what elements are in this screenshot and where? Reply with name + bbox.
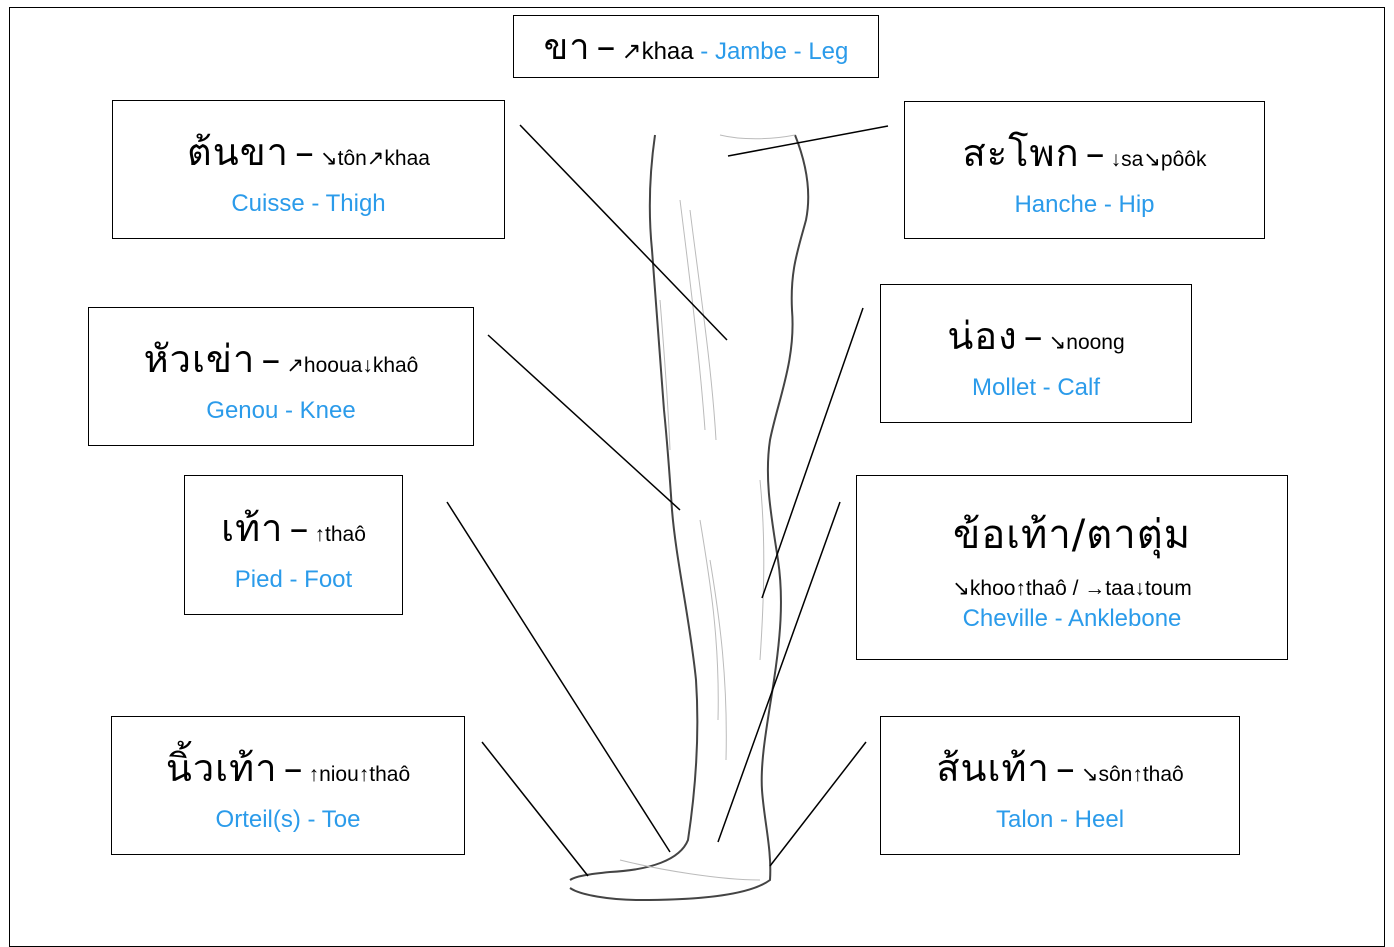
thigh-thai: ต้นขา	[187, 130, 290, 174]
knee-translation: Genou - Knee	[206, 397, 356, 424]
title-box: ขา – ↗khaa - Jambe - Leg	[513, 15, 879, 78]
knee-romanization: ↗hooua↓khaô	[286, 354, 419, 377]
label-foot: เท้า – ↑thaô Pied - Foot	[184, 475, 403, 615]
toe-translation: Orteil(s) - Toe	[215, 806, 361, 833]
title-romanization: ↗khaa	[621, 38, 694, 65]
ankle-thai: ข้อเท้า/ตาตุ่ม	[952, 512, 1192, 558]
foot-thai: เท้า	[221, 505, 284, 550]
calf-translation: Mollet - Calf	[971, 374, 1101, 401]
ankle-translation: Cheville - Anklebone	[962, 605, 1182, 632]
hip-dash: –	[1085, 130, 1105, 175]
toe-thai: นิ้วเท้า	[165, 746, 278, 790]
leader-toe	[481, 741, 589, 877]
heel-romanization: ↘sôn↑thaô	[1080, 763, 1184, 786]
leader-foot	[446, 501, 671, 853]
leader-calf	[761, 307, 864, 599]
knee-dash: –	[261, 337, 281, 381]
leader-heel	[769, 741, 867, 867]
foot-translation: Pied - Foot	[234, 565, 353, 593]
leg-shading	[619, 199, 765, 881]
thigh-translation: Cuisse - Thigh	[231, 190, 386, 217]
thigh-romanization: ↘tôn↗khaa	[320, 147, 430, 170]
ankle-romanization: ↘khoo↑thaô / →taa↓toum	[952, 577, 1192, 600]
title-dash: –	[596, 24, 616, 68]
foot-romanization: ↑thaô	[314, 522, 366, 546]
label-thigh: ต้นขา – ↘tôn↗khaa Cuisse - Thigh	[112, 100, 505, 239]
leader-lines	[446, 124, 889, 877]
leader-hip	[727, 125, 889, 157]
leader-knee	[487, 334, 681, 511]
hip-romanization: ↓sa↘pôôk	[1110, 147, 1207, 171]
heel-thai: ส้นเท้า	[936, 746, 1050, 790]
label-ankle: ข้อเท้า/ตาตุ่ม ↘khoo↑thaô / →taa↓toum Ch…	[856, 475, 1288, 660]
label-calf: น่อง – ↘noong Mollet - Calf	[880, 284, 1192, 423]
title-translation: Jambe - Leg	[714, 38, 849, 65]
heel-dash: –	[1055, 746, 1075, 790]
title-separator: -	[693, 38, 715, 65]
heel-translation: Talon - Heel	[995, 806, 1125, 833]
leader-ankle	[717, 501, 841, 843]
hip-translation: Hanche - Hip	[1014, 190, 1155, 218]
calf-dash: –	[1023, 314, 1043, 358]
knee-thai: หัวเข่า	[143, 337, 256, 381]
label-toe: นิ้วเท้า – ↑niou↑thaô Orteil(s) - Toe	[111, 716, 465, 855]
label-heel: ส้นเท้า – ↘sôn↑thaô Talon - Heel	[880, 716, 1240, 855]
foot-dash: –	[289, 505, 309, 550]
title-thai: ขา	[543, 27, 591, 68]
label-hip: สะโพก – ↓sa↘pôôk Hanche - Hip	[904, 101, 1265, 239]
calf-thai: น่อง	[947, 314, 1018, 358]
label-knee: หัวเข่า – ↗hooua↓khaô Genou - Knee	[88, 307, 474, 446]
calf-romanization: ↘noong	[1048, 331, 1125, 354]
leader-thigh	[519, 124, 728, 341]
toe-romanization: ↑niou↑thaô	[308, 763, 411, 786]
thigh-dash: –	[295, 130, 315, 174]
hip-thai: สะโพก	[962, 130, 1080, 175]
toe-dash: –	[283, 746, 303, 790]
